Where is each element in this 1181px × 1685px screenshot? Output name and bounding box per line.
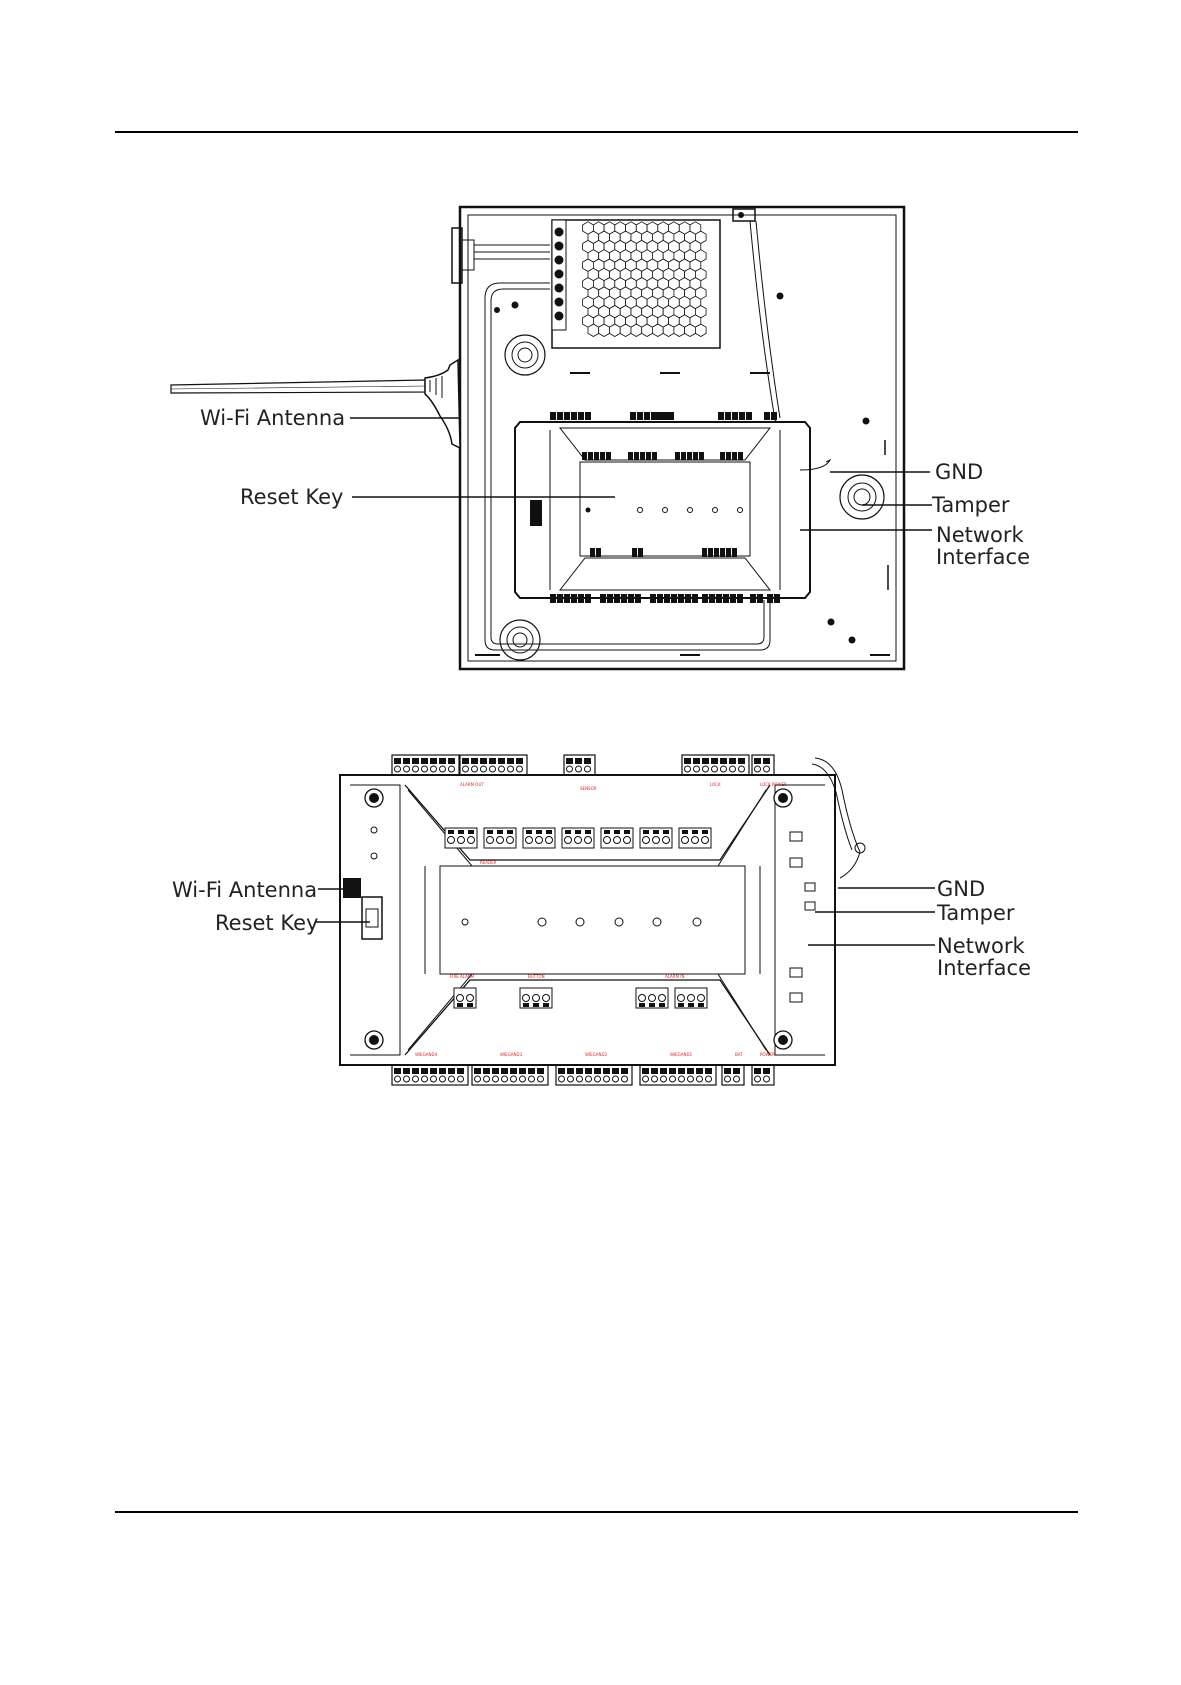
fig1-network-label-line2: Interface — [936, 545, 1030, 569]
alarm-in-label: ALARM IN — [665, 974, 684, 979]
fire-alarm-label: FIRE ALARM — [450, 974, 475, 979]
fig2-tamper-label: Tamper — [936, 901, 1015, 925]
power-supply-unit — [552, 220, 720, 348]
lock-label: LOCK — [710, 782, 721, 787]
wiegand4-label: WIEGAND4 — [415, 1052, 438, 1057]
fig1-tamper-label: Tamper — [931, 493, 1010, 517]
button-label: BUTTON — [528, 974, 545, 979]
header-rule — [115, 131, 1078, 133]
reader-label: READER — [480, 860, 497, 865]
fig2-network-label-line1: Network — [937, 934, 1026, 958]
lock-power-label: LOCK POWER — [760, 782, 787, 787]
enclosure-diagram: Wi-Fi Antenna Reset Key GND Tamper Netwo… — [0, 195, 1181, 680]
wiegand2-label: WIEGAND2 — [585, 1052, 608, 1057]
fig1-gnd-label: GND — [935, 460, 983, 484]
bottom-terminal-blocks — [392, 1065, 774, 1085]
wiegand3-label: WIEGAND3 — [500, 1052, 523, 1057]
wiegand1-label: WIEGAND1 — [670, 1052, 693, 1057]
fig1-network-label-line1: Network — [936, 523, 1025, 547]
power-label: POWER — [760, 1052, 775, 1057]
top-terminal-blocks — [392, 755, 774, 775]
board-diagram: ALARM OUT SENSOR LOCK LOCK POWER READER … — [0, 745, 1181, 1090]
fig2-reset-key-label: Reset Key — [215, 911, 318, 935]
fig2-wifi-antenna-label: Wi-Fi Antenna — [172, 878, 317, 902]
fig2-network-label-line2: Interface — [937, 956, 1031, 980]
fig2-gnd-label: GND — [937, 877, 985, 901]
wifi-antenna — [171, 360, 460, 448]
alarm-out-label: ALARM OUT — [460, 782, 484, 787]
footer-rule — [115, 1511, 1078, 1513]
sensor-label: SENSOR — [580, 786, 597, 791]
bat-label: BAT — [735, 1052, 743, 1057]
board-body — [340, 775, 835, 1065]
fig1-wifi-antenna-label: Wi-Fi Antenna — [200, 406, 345, 430]
wifi-antenna-connector — [343, 878, 361, 898]
controller-board-small — [515, 412, 810, 603]
fig1-reset-key-label: Reset Key — [240, 485, 343, 509]
